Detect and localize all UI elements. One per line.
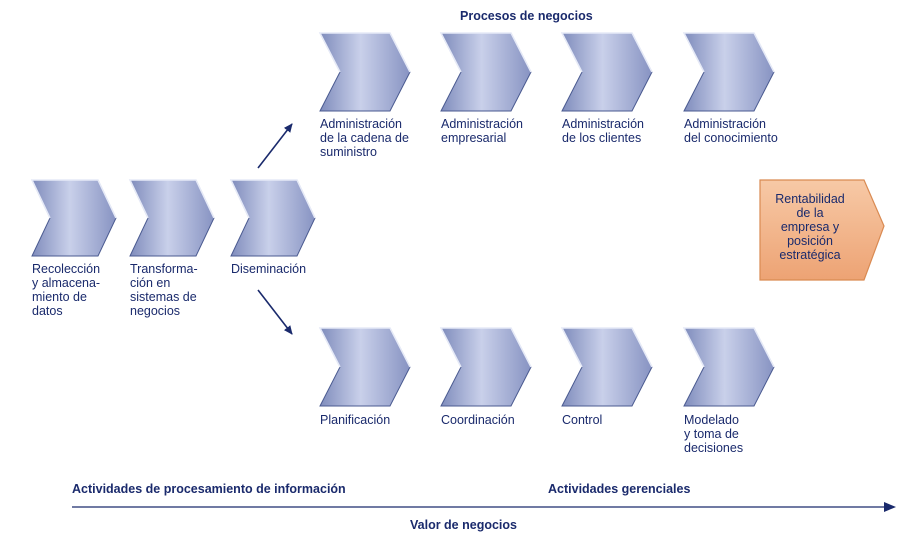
label-coordinacion: Coordinación: [441, 413, 515, 427]
label-conocimiento: Administración del conocimiento: [684, 117, 778, 145]
label-clientes: Administración de los clientes: [562, 117, 644, 145]
business-processes-title: Procesos de negocios: [460, 9, 593, 23]
label-control: Control: [562, 413, 603, 427]
arrow-down: [257, 289, 293, 335]
label-diseminacion: Diseminación: [231, 262, 307, 276]
processing-activities-label: Actividades de procesamiento de informac…: [72, 482, 346, 496]
chevron-control: [560, 327, 653, 407]
chevron-empresarial: [439, 32, 532, 112]
business-value-label: Valor de negocios: [410, 518, 517, 532]
chevron-coordinacion: [439, 327, 532, 407]
label-recoleccion: Recolección y almacena- miento de datos: [32, 262, 101, 318]
label-transformacion: Transforma- ción en sistemas de negocios: [130, 262, 198, 318]
chevron-recoleccion: [30, 179, 117, 257]
label-planificacion: Planificación: [320, 413, 391, 427]
chevron-clientes: [560, 32, 653, 112]
chevron-diseminacion: [229, 179, 316, 257]
arrow-up: [257, 123, 293, 169]
management-activities-label: Actividades gerenciales: [548, 482, 691, 496]
value-axis-arrowhead: [884, 502, 896, 512]
label-cadena-suministro: Administración de la cadena de suministr…: [320, 117, 409, 159]
result-shape: [759, 179, 885, 281]
result-label: Rentabilidad de la empresa y posición es…: [775, 192, 845, 262]
chevron-modelado: [682, 327, 775, 407]
chevron-planificacion: [318, 327, 411, 407]
chevron-transformacion: [128, 179, 215, 257]
label-modelado: Modelado y toma de decisiones: [684, 413, 744, 455]
chevron-cadena-suministro: [318, 32, 411, 112]
chevron-conocimiento: [682, 32, 775, 112]
label-empresarial: Administración empresarial: [441, 117, 523, 145]
